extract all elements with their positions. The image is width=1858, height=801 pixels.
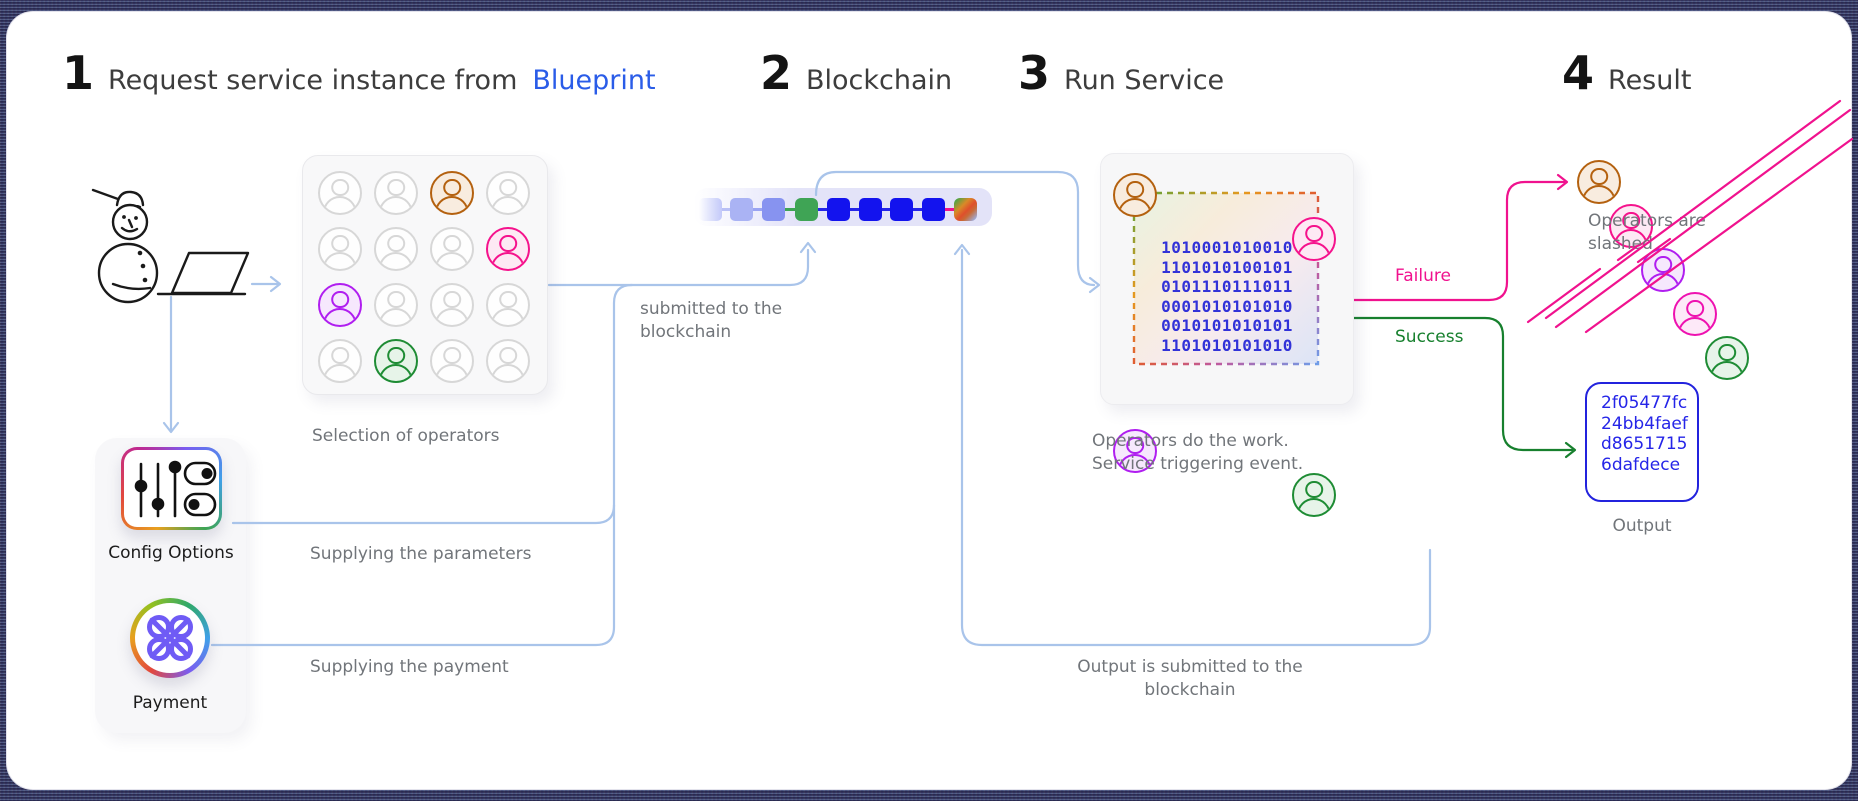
- blueprint-link[interactable]: Blueprint: [532, 65, 656, 96]
- slashed-operators-group: [1577, 160, 1749, 380]
- step-2-header: 2 Blockchain: [760, 46, 952, 100]
- operator-avatar: [486, 339, 530, 383]
- tangle-knot-icon: [147, 615, 193, 661]
- binary-line: 0010101010101: [1161, 316, 1293, 335]
- operator-avatar: [430, 283, 474, 327]
- block: [827, 198, 850, 221]
- hash-line: 2f05477fc: [1601, 393, 1688, 413]
- step-2-title: Blockchain: [806, 65, 953, 96]
- output-caption: Output: [1612, 516, 1672, 536]
- failure-label: Failure: [1395, 266, 1451, 286]
- operator-avatar-selected: [486, 227, 530, 271]
- operator-avatar: [318, 339, 362, 383]
- block: [922, 198, 945, 221]
- operator-selection-panel: [302, 155, 548, 395]
- operator-avatar-selected: [430, 171, 474, 215]
- payment-caption: Supplying the payment: [310, 657, 509, 677]
- step-4-title: Result: [1608, 65, 1692, 96]
- sliders-toggles-icon: [134, 460, 217, 518]
- hash-line: 6dafdece: [1601, 454, 1681, 475]
- step-4-number: 4: [1562, 46, 1594, 100]
- operator-avatar: [486, 283, 530, 327]
- block-link: [753, 208, 762, 211]
- operator-avatar: [486, 171, 530, 215]
- step-1-title: Request service instance from: [108, 65, 518, 96]
- block: [890, 198, 913, 221]
- config-options-tile: [121, 447, 222, 530]
- step-3-title: Run Service: [1064, 65, 1225, 96]
- step-3-header: 3 Run Service: [1018, 46, 1224, 100]
- operator-avatar-selected: [318, 283, 362, 327]
- step-4-header: 4 Result: [1562, 46, 1691, 100]
- run-service-caption: Operators do the work. Service triggerin…: [1092, 431, 1304, 474]
- binary-line: 1101010101010: [1161, 335, 1293, 355]
- operator-avatar: [374, 283, 418, 327]
- run-service-panel: 1010001010010 1101010100101 010111011101…: [1100, 153, 1354, 517]
- block-link-green: [785, 208, 795, 211]
- binary-line: 0101110111011: [1161, 277, 1293, 296]
- operator-avatar: [318, 227, 362, 271]
- block-link: [722, 208, 730, 211]
- hash-line: 24bb4faef: [1601, 413, 1688, 434]
- slashed-caption: Operators are slashed: [1588, 211, 1706, 254]
- slashed-operator-avatar: [1673, 292, 1717, 336]
- block-ghost: [730, 198, 753, 221]
- slashed-operator-avatar: [1705, 336, 1749, 380]
- block-link-pink: [945, 208, 954, 211]
- operator-avatar: [430, 339, 474, 383]
- block-ghost: [762, 198, 785, 221]
- config-options-label: Config Options: [108, 543, 234, 563]
- block: [859, 198, 882, 221]
- runner-avatar-tl: [1113, 173, 1157, 217]
- block-ghost: [699, 198, 722, 221]
- binary-line: 0001010101010: [1161, 296, 1293, 316]
- operator-avatar-selected: [374, 339, 418, 383]
- step-1-header: 1 Request service instance from Blueprin…: [62, 46, 656, 100]
- success-label: Success: [1395, 327, 1464, 347]
- operator-avatar: [374, 171, 418, 215]
- operator-avatar: [374, 227, 418, 271]
- selection-caption: Selection of operators: [312, 426, 500, 446]
- runner-avatar-tr: [1292, 217, 1336, 261]
- diagram-card: [7, 12, 1851, 789]
- operator-avatar: [430, 227, 474, 271]
- step-1-number: 1: [62, 46, 94, 100]
- block-result: [954, 198, 977, 221]
- block-link: [850, 208, 859, 211]
- payment-tile: [130, 598, 210, 678]
- submitted-caption: submitted to the blockchain: [640, 299, 783, 342]
- payment-inner: [135, 603, 205, 673]
- block-link: [882, 208, 890, 211]
- payment-label: Payment: [132, 693, 208, 713]
- parameters-caption: Supplying the parameters: [310, 544, 532, 564]
- slashed-operator-avatar: [1577, 160, 1621, 204]
- step-2-number: 2: [760, 46, 792, 100]
- block-request: [795, 198, 818, 221]
- runner-avatar-br: [1292, 473, 1336, 517]
- hash-line: d8651715: [1601, 434, 1688, 454]
- block-link: [913, 208, 922, 211]
- step-3-number: 3: [1018, 46, 1050, 100]
- operator-avatar: [318, 171, 362, 215]
- return-caption: Output is submitted to the blockchain: [1077, 657, 1303, 700]
- block-link: [818, 208, 827, 211]
- output-hash-box: 2f05477fc 24bb4faef d8651715 6dafdece: [1585, 382, 1699, 502]
